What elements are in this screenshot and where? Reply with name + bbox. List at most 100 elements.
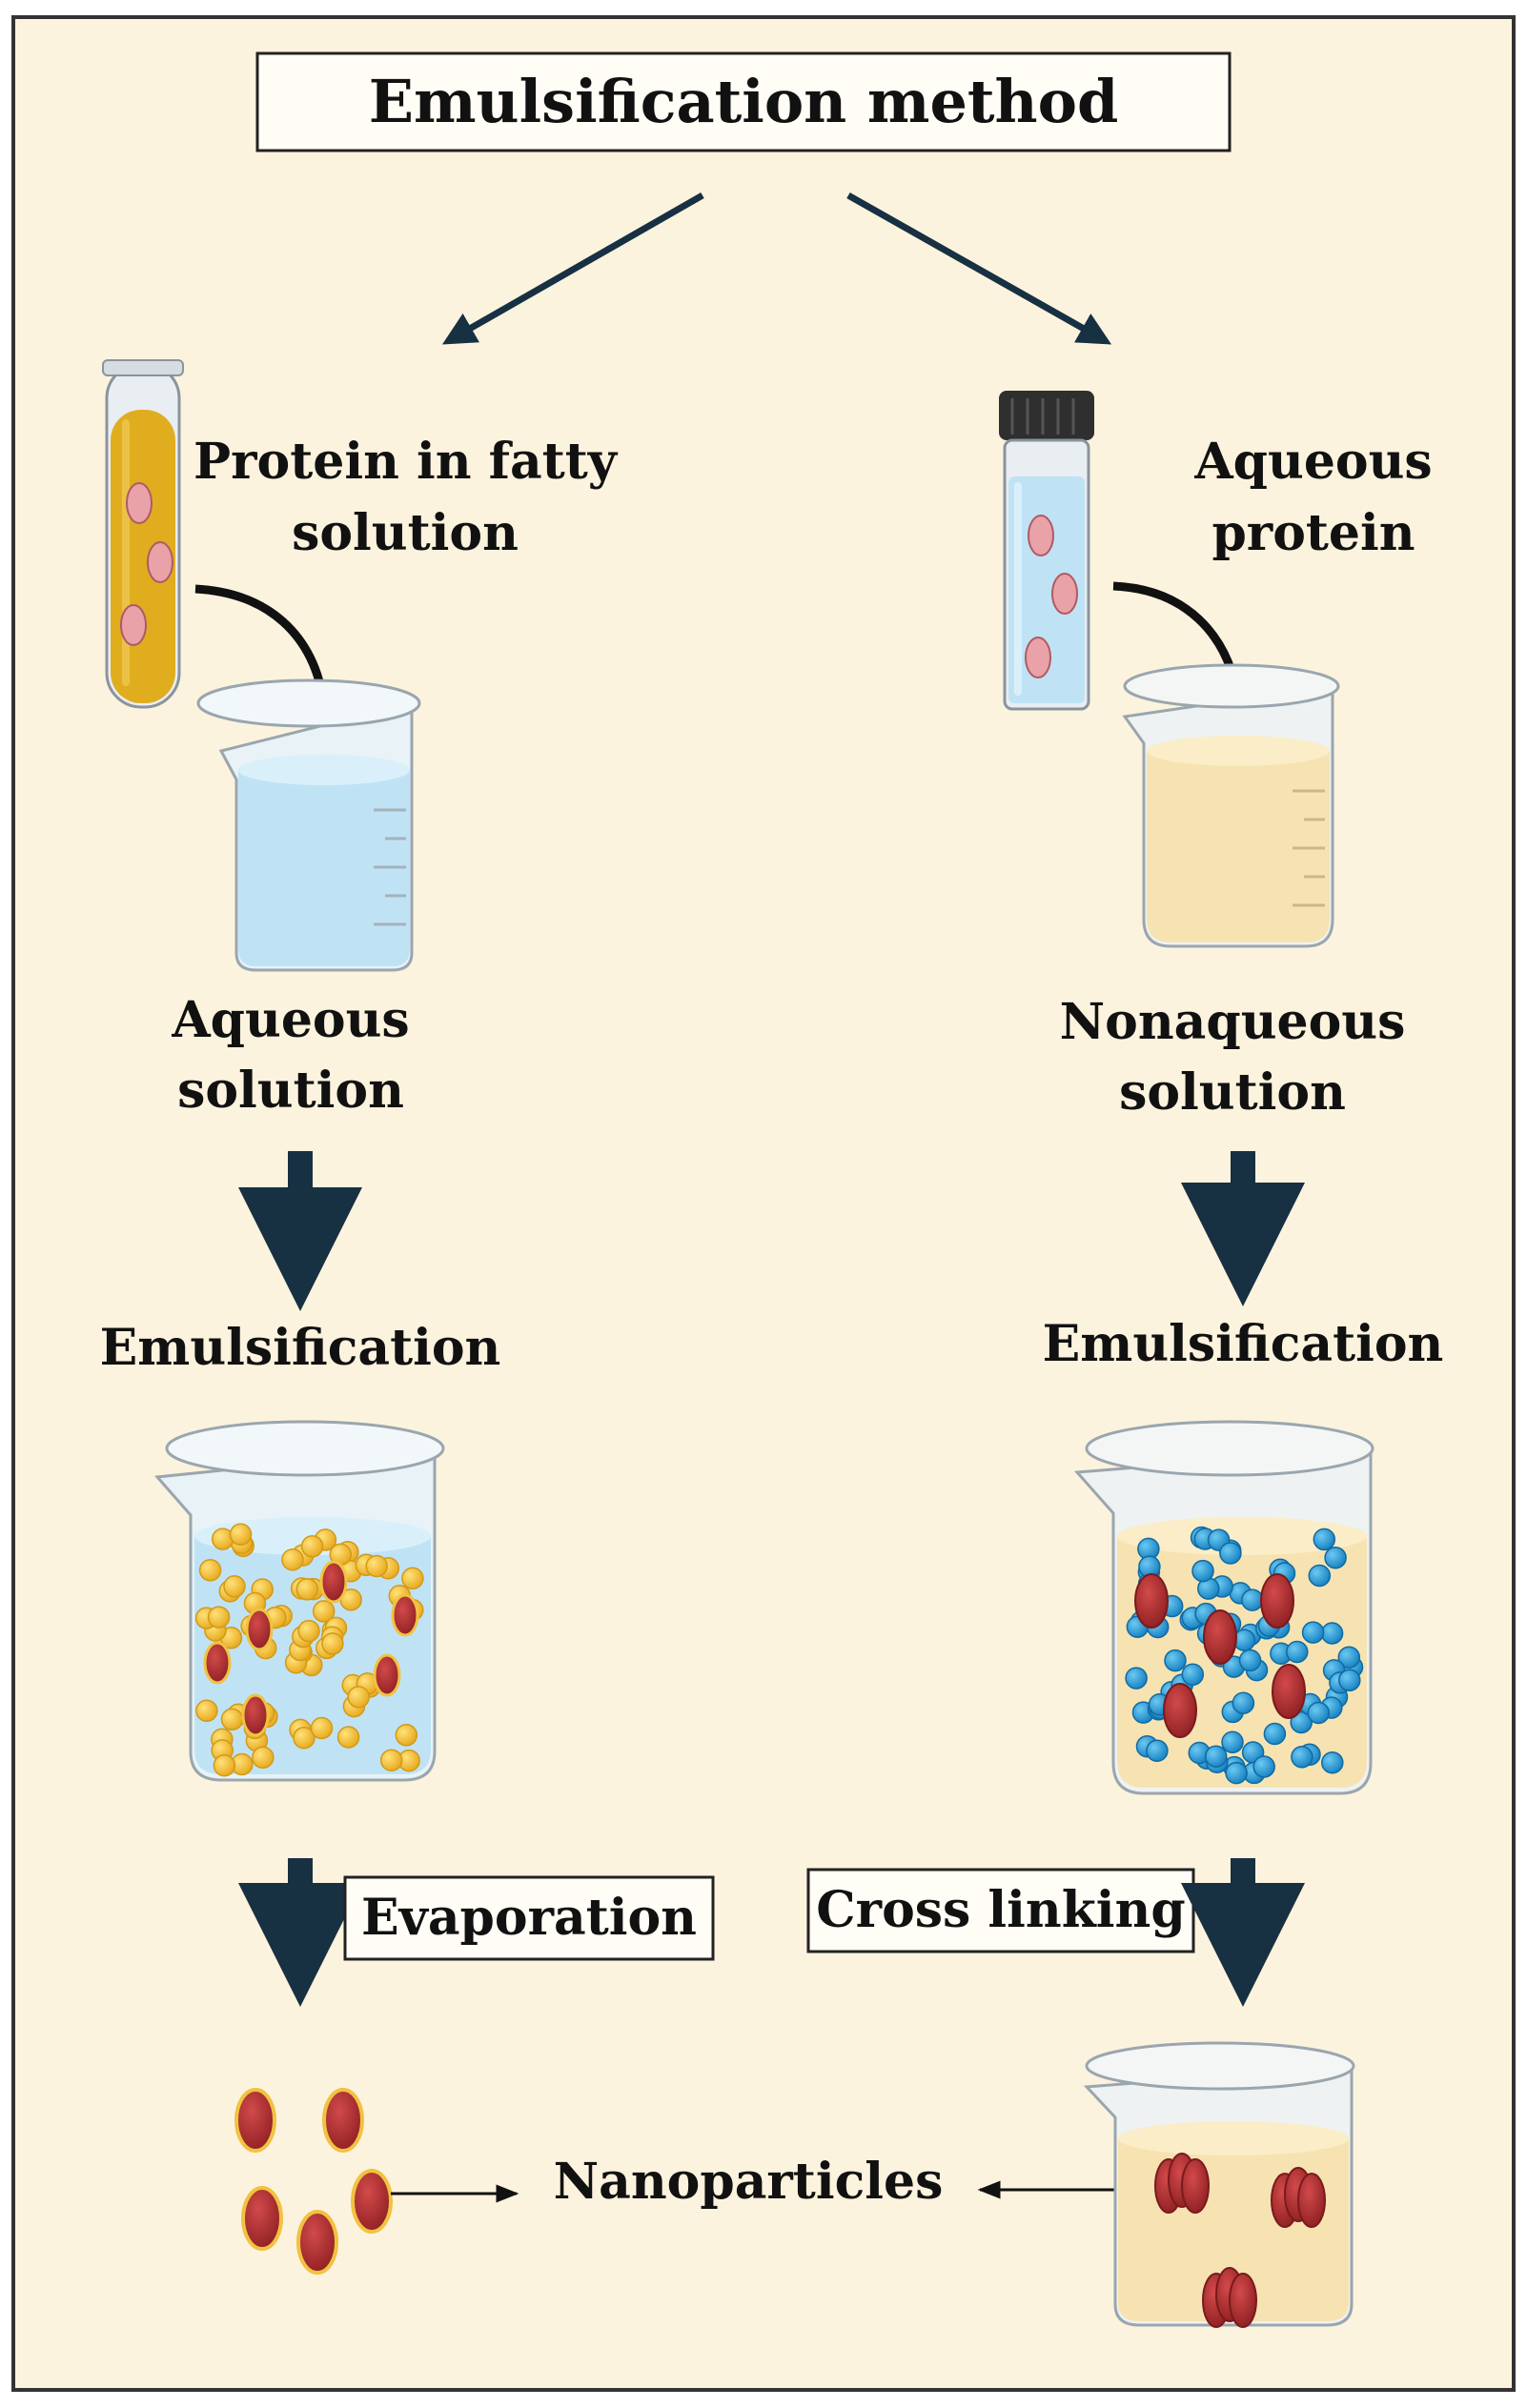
oil-droplet [295,1578,319,1601]
protein-particle [241,1693,270,1737]
protein-particle [1134,1573,1169,1629]
nanoparticle [296,2210,338,2275]
oil-droplet [198,1559,222,1582]
cross-linking-label: Cross linking [816,1881,1185,1939]
oil-droplet [395,1724,418,1747]
nonaqueous-solution-beaker [1122,663,1340,948]
oil-droplet [336,1726,360,1749]
water-droplet [1320,1622,1344,1645]
oil-droplet [195,1699,218,1723]
protein-particle [120,604,147,646]
water-droplet [1308,1564,1332,1588]
water-droplet [1307,1701,1331,1725]
protein-particle [1272,1664,1306,1719]
oil-droplet [213,1753,236,1777]
oil-droplet [297,1619,320,1643]
nanoparticle [351,2169,393,2234]
oil-droplet [401,1567,424,1590]
water-droplet [1232,1691,1255,1714]
cross-linked-particle [1229,2273,1257,2328]
right-solution-label-line1: Nonaqueous [1060,993,1406,1051]
aqueous-protein-vial [999,391,1094,711]
protein-particle [1025,637,1051,678]
left-emulsion-droplets [194,1523,424,1777]
protein-particle [203,1641,232,1685]
water-droplet [1146,1739,1169,1762]
fatty-solution-test-tube [102,359,184,709]
nanoparticle [234,2088,276,2153]
protein-particle [245,1608,274,1651]
water-droplet [1221,1730,1244,1754]
left-nanoparticles [234,2088,393,2275]
oil-droplet [207,1606,231,1629]
oil-droplet [300,1535,324,1558]
cross-linked-particle [1181,2158,1210,2214]
aqueous-solution-beaker [196,678,421,972]
water-droplet [1313,1528,1336,1551]
protein-particle [1051,573,1078,615]
nanoparticles-label: Nanoparticles [554,2153,944,2211]
protein-particle [1260,1573,1294,1629]
water-droplet [1290,1710,1313,1734]
left-solution-label-line2: solution [177,1062,404,1120]
oil-droplet [281,1548,304,1571]
right-emulsion-droplets [1125,1526,1364,1785]
water-droplet [1204,1745,1228,1768]
title-box [255,51,1232,152]
water-droplet [1238,1649,1262,1672]
cross-linked-particle [1297,2173,1326,2228]
water-droplet [1181,1663,1205,1687]
water-droplet [1321,1750,1344,1774]
water-droplet [1324,1546,1347,1569]
left-source-label-line1: Protein in fatty [193,433,619,491]
left-branch-arrow [441,192,704,345]
cross-linked-clusters [1154,2153,1326,2328]
right-source-label-line2: protein [1211,504,1415,562]
protein-particle [147,541,173,583]
background-panel [11,15,1516,2392]
oil-droplet [220,1708,244,1731]
left-emulsification-label: Emulsification [100,1319,501,1377]
protein-particle [373,1653,401,1697]
water-droplet [1241,1588,1264,1611]
protein-particle [1203,1609,1237,1665]
water-droplet [1263,1722,1287,1746]
left-solution-label-line1: Aqueous [171,991,409,1049]
protein-particle [1163,1683,1197,1738]
oil-droplet [223,1575,246,1598]
oil-droplet [293,1726,316,1750]
left-source-label-line2: solution [292,504,519,562]
oil-droplet [229,1523,253,1546]
right-emulsification-label: Emulsification [1043,1315,1444,1373]
protein-particle [1028,515,1054,556]
oil-droplet [310,1716,334,1740]
water-droplet [1219,1542,1242,1565]
oil-droplet [321,1632,344,1655]
water-droplet [1125,1667,1148,1690]
water-droplet [1252,1755,1275,1778]
water-droplet [1225,1761,1248,1785]
protein-particle [126,482,153,524]
protein-particle [319,1560,348,1604]
oil-droplet [379,1749,403,1771]
right-solution-label-line2: solution [1119,1063,1346,1122]
oil-droplet [347,1686,370,1709]
nanoparticle [241,2186,283,2251]
water-droplet [1164,1649,1187,1672]
water-droplet [1286,1640,1309,1664]
protein-particle [391,1593,419,1637]
right-source-label-line1: Aqueous [1193,433,1432,491]
right-branch-arrow [846,192,1112,345]
oil-droplet [365,1554,388,1578]
evaporation-box [343,1875,715,1961]
water-droplet [1338,1669,1361,1692]
page-title: Emulsification method [369,67,1119,136]
water-droplet [1191,1559,1214,1583]
evaporation-label: Evaporation [361,1889,697,1947]
water-droplet [1291,1746,1313,1769]
oil-droplet [252,1746,275,1770]
water-droplet [1337,1646,1361,1669]
nanoparticle [322,2088,364,2153]
